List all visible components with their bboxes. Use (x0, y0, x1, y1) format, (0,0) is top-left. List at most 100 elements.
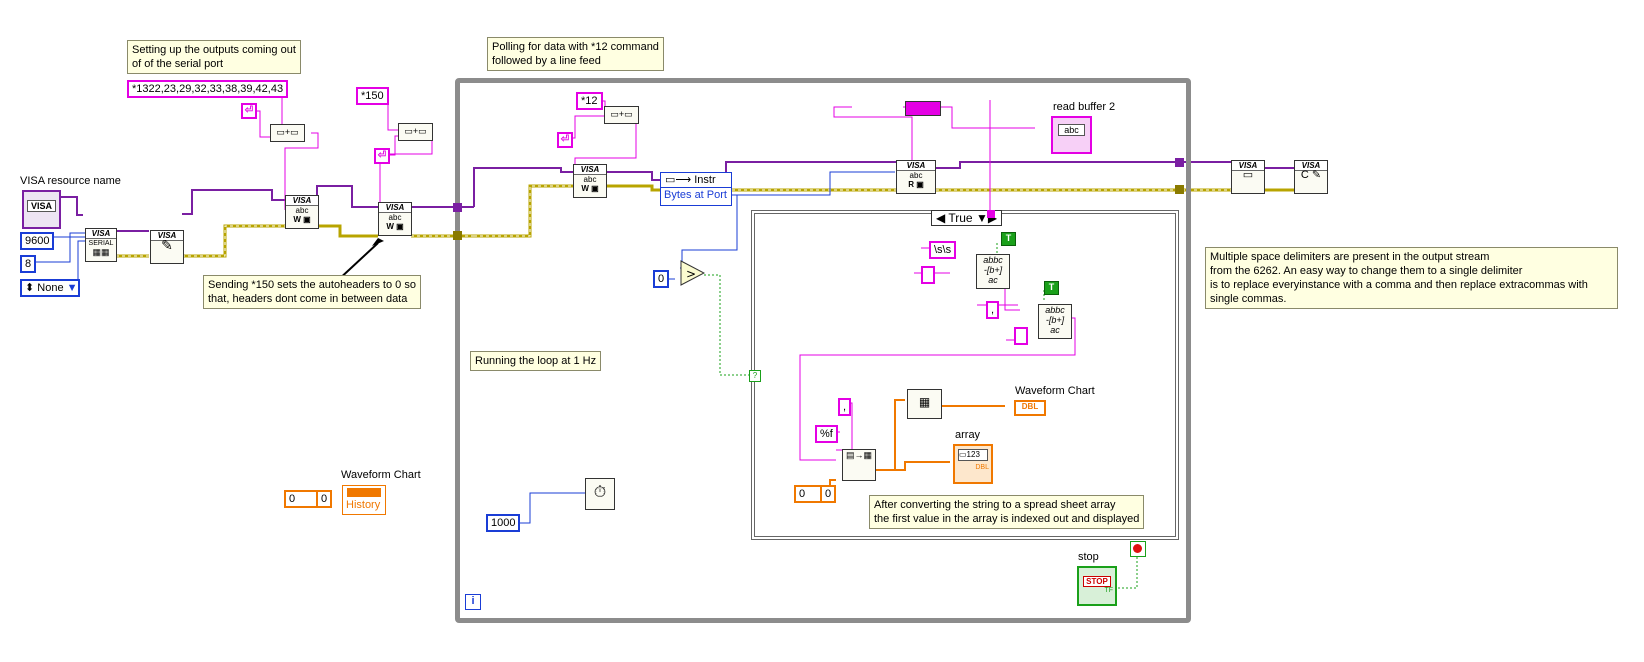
visa-label: VISA (1232, 161, 1264, 171)
parity-enum-constant[interactable]: ⬍ None ▼ (20, 279, 80, 297)
history-property-node[interactable]: History (342, 485, 386, 515)
visa-write-node-3[interactable]: VISA abc W ▣ (573, 164, 607, 198)
visa-label: VISA (574, 165, 606, 175)
metronome-icon: ⏱ (593, 484, 607, 501)
line-feed-constant-1[interactable]: ⏎ (241, 103, 257, 119)
visa-clear-node[interactable]: VISA ✎ (150, 230, 184, 264)
chart-index-constant-b[interactable]: 0 (316, 490, 333, 508)
line-feed-constant-3[interactable]: ⏎ (557, 132, 573, 148)
comma-constant-2[interactable]: , (838, 398, 852, 416)
visa-label: VISA (86, 229, 116, 239)
search-replace-node-1[interactable]: abbc -[b+] ac (976, 254, 1010, 289)
spreadsheet-to-array-node[interactable]: ▤→▦ (842, 449, 876, 481)
visa-error-icon: C ✎ (1300, 169, 1322, 181)
read-buffer-label: read buffer 2 (1053, 101, 1116, 113)
replace-all-true-constant-1[interactable]: T (1001, 232, 1016, 246)
note-loop-rate: Running the loop at 1 Hz (470, 351, 602, 371)
visa-label: VISA (897, 161, 935, 171)
note-delimiters: Multiple space delimiters are present in… (1205, 247, 1618, 309)
visa-write-node-2[interactable]: VISA abc W ▣ (378, 202, 412, 236)
output-command-constant[interactable]: *1322,23,29,32,33,38,39,42,43 (127, 80, 289, 98)
serial-icon: SERIAL (88, 240, 114, 247)
write-w-icon: W ▣ (386, 222, 404, 231)
visa-label: VISA (151, 231, 183, 241)
wait-ms-constant[interactable]: 1000 (486, 514, 521, 532)
ac-text: ac (1050, 325, 1060, 335)
svg-text:>: > (686, 267, 696, 281)
abbc-text: abbc (1045, 305, 1065, 315)
write-w-icon: W ▣ (293, 215, 311, 224)
stop-tf-text: TF (1104, 587, 1113, 594)
instr-property-node[interactable]: ▭⟶ Instr Bytes at Port (660, 172, 732, 206)
case-prev-arrow-icon: ◀ (936, 211, 946, 225)
waveform-chart-outer-label: Waveform Chart (341, 469, 421, 481)
visa-read-node[interactable]: VISA abc R ▣ (896, 160, 936, 194)
visa-label: VISA (286, 196, 318, 206)
baud-rate-constant[interactable]: 9600 (20, 232, 55, 250)
empty-string-constant-2[interactable] (1014, 327, 1028, 345)
stop-button-control[interactable]: STOP TF (1077, 566, 1117, 606)
chart-index-constant-a[interactable]: 0 (284, 490, 319, 508)
data-bits-constant[interactable]: 8 (20, 255, 37, 273)
array-indicator[interactable]: ▭123 DBL (953, 444, 993, 484)
case-selector-terminal: ? (749, 370, 761, 382)
abc-text: abc (295, 206, 309, 215)
stop-led-icon (1130, 541, 1146, 557)
read-buffer-indicator[interactable]: abc (1051, 116, 1092, 154)
enum-arrows-icon: ⬍ (25, 282, 35, 294)
regex-spaces-constant[interactable]: \s\s (929, 241, 957, 259)
concatenate-strings-node-3[interactable]: ▭+▭ (604, 106, 639, 124)
bytes-at-port-property[interactable]: Bytes at Port (664, 189, 727, 201)
greater-than-icon: > (680, 260, 706, 286)
visa-error-close-node[interactable]: VISA C ✎ (1294, 160, 1328, 194)
waveform-chart-terminal[interactable]: DBL (1014, 400, 1046, 416)
spreadsheet-icon: ▤→▦ (845, 450, 872, 460)
zero-compare-constant[interactable]: 0 (653, 270, 670, 288)
ac-text: ac (988, 275, 998, 285)
dropdown-arrow-icon: ▼ (66, 282, 78, 294)
flatten-string-node[interactable] (905, 101, 941, 116)
visa-resource-control[interactable]: VISA (22, 190, 61, 229)
poll-command-constant[interactable]: *12 (576, 92, 603, 110)
parity-value: None (37, 282, 64, 294)
concatenate-strings-node-1[interactable]: ▭+▭ (270, 124, 305, 142)
concatenate-icon: ▭+▭ (276, 127, 299, 137)
visa-label: VISA (379, 203, 411, 213)
while-loop (455, 78, 1191, 623)
autoheader-command-constant[interactable]: *150 (356, 87, 389, 105)
index-constant-b[interactable]: 0 (820, 485, 837, 503)
case-string-tunnel (987, 210, 995, 218)
concatenate-strings-node-2[interactable]: ▭+▭ (398, 123, 433, 141)
abc-text: abc (909, 171, 923, 180)
visa-configure-serial-node[interactable]: VISA SERIAL ▦▦ (85, 228, 117, 262)
visa-write-node-1[interactable]: VISA abc W ▣ (285, 195, 319, 229)
replace-all-true-constant-2[interactable]: T (1044, 281, 1059, 295)
loop-error-tunnel-out (1175, 185, 1184, 194)
comma-constant-1[interactable]: , (986, 301, 1000, 319)
visa-resource-text: VISA (27, 200, 56, 212)
concatenate-icon: ▭+▭ (404, 126, 427, 136)
chart-header-icon (347, 488, 381, 497)
index-array-node[interactable]: ▦ (907, 389, 942, 419)
loop-shift-visa-tunnel-in (453, 203, 462, 212)
wait-ms-node[interactable]: ⏱ (585, 478, 615, 510)
array-label: array (955, 429, 981, 441)
loop-visa-tunnel-out (1175, 158, 1184, 167)
stop-label: stop (1078, 551, 1099, 563)
read-r-icon: R ▣ (908, 180, 924, 189)
search-replace-icon: -[b+] (983, 265, 1003, 275)
loop-shift-error-tunnel-in (453, 231, 462, 240)
visa-close-node[interactable]: VISA ▭ (1231, 160, 1265, 194)
abbc-text: abbc (983, 255, 1003, 265)
empty-string-constant-1[interactable] (921, 266, 935, 284)
abc-text: abc (583, 175, 597, 184)
chart-index-value-a: 0 (289, 493, 296, 505)
format-string-constant[interactable]: %f (815, 425, 838, 443)
write-w-icon: W ▣ (581, 184, 599, 193)
search-replace-node-2[interactable]: abbc -[b+] ac (1038, 304, 1072, 339)
note-sending-150: Sending *150 sets the autoheaders to 0 s… (203, 275, 421, 309)
greater-than-node[interactable]: > (680, 260, 706, 286)
array-index-icon: ▭123 (958, 449, 988, 461)
clear-broom-icon: ✎ (161, 237, 173, 253)
line-feed-constant-2[interactable]: ⏎ (374, 148, 390, 164)
